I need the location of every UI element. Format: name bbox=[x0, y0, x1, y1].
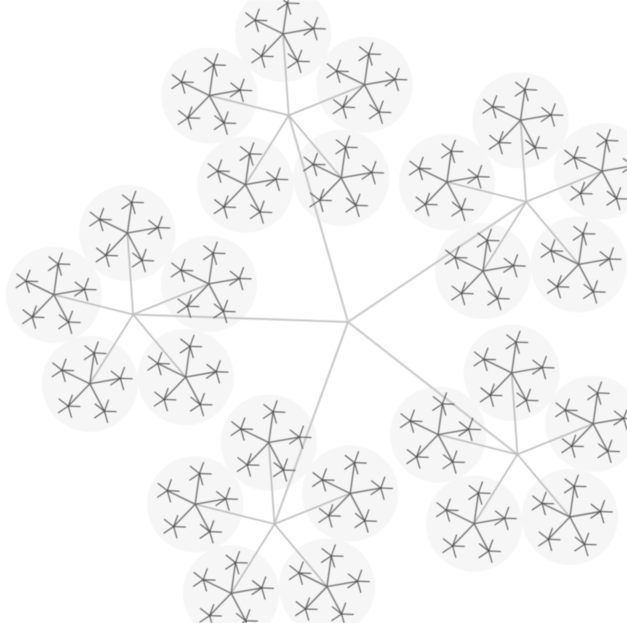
snowflake-halo bbox=[545, 376, 627, 472]
halo-layer bbox=[6, 0, 627, 623]
snowflake-halo bbox=[279, 539, 375, 623]
